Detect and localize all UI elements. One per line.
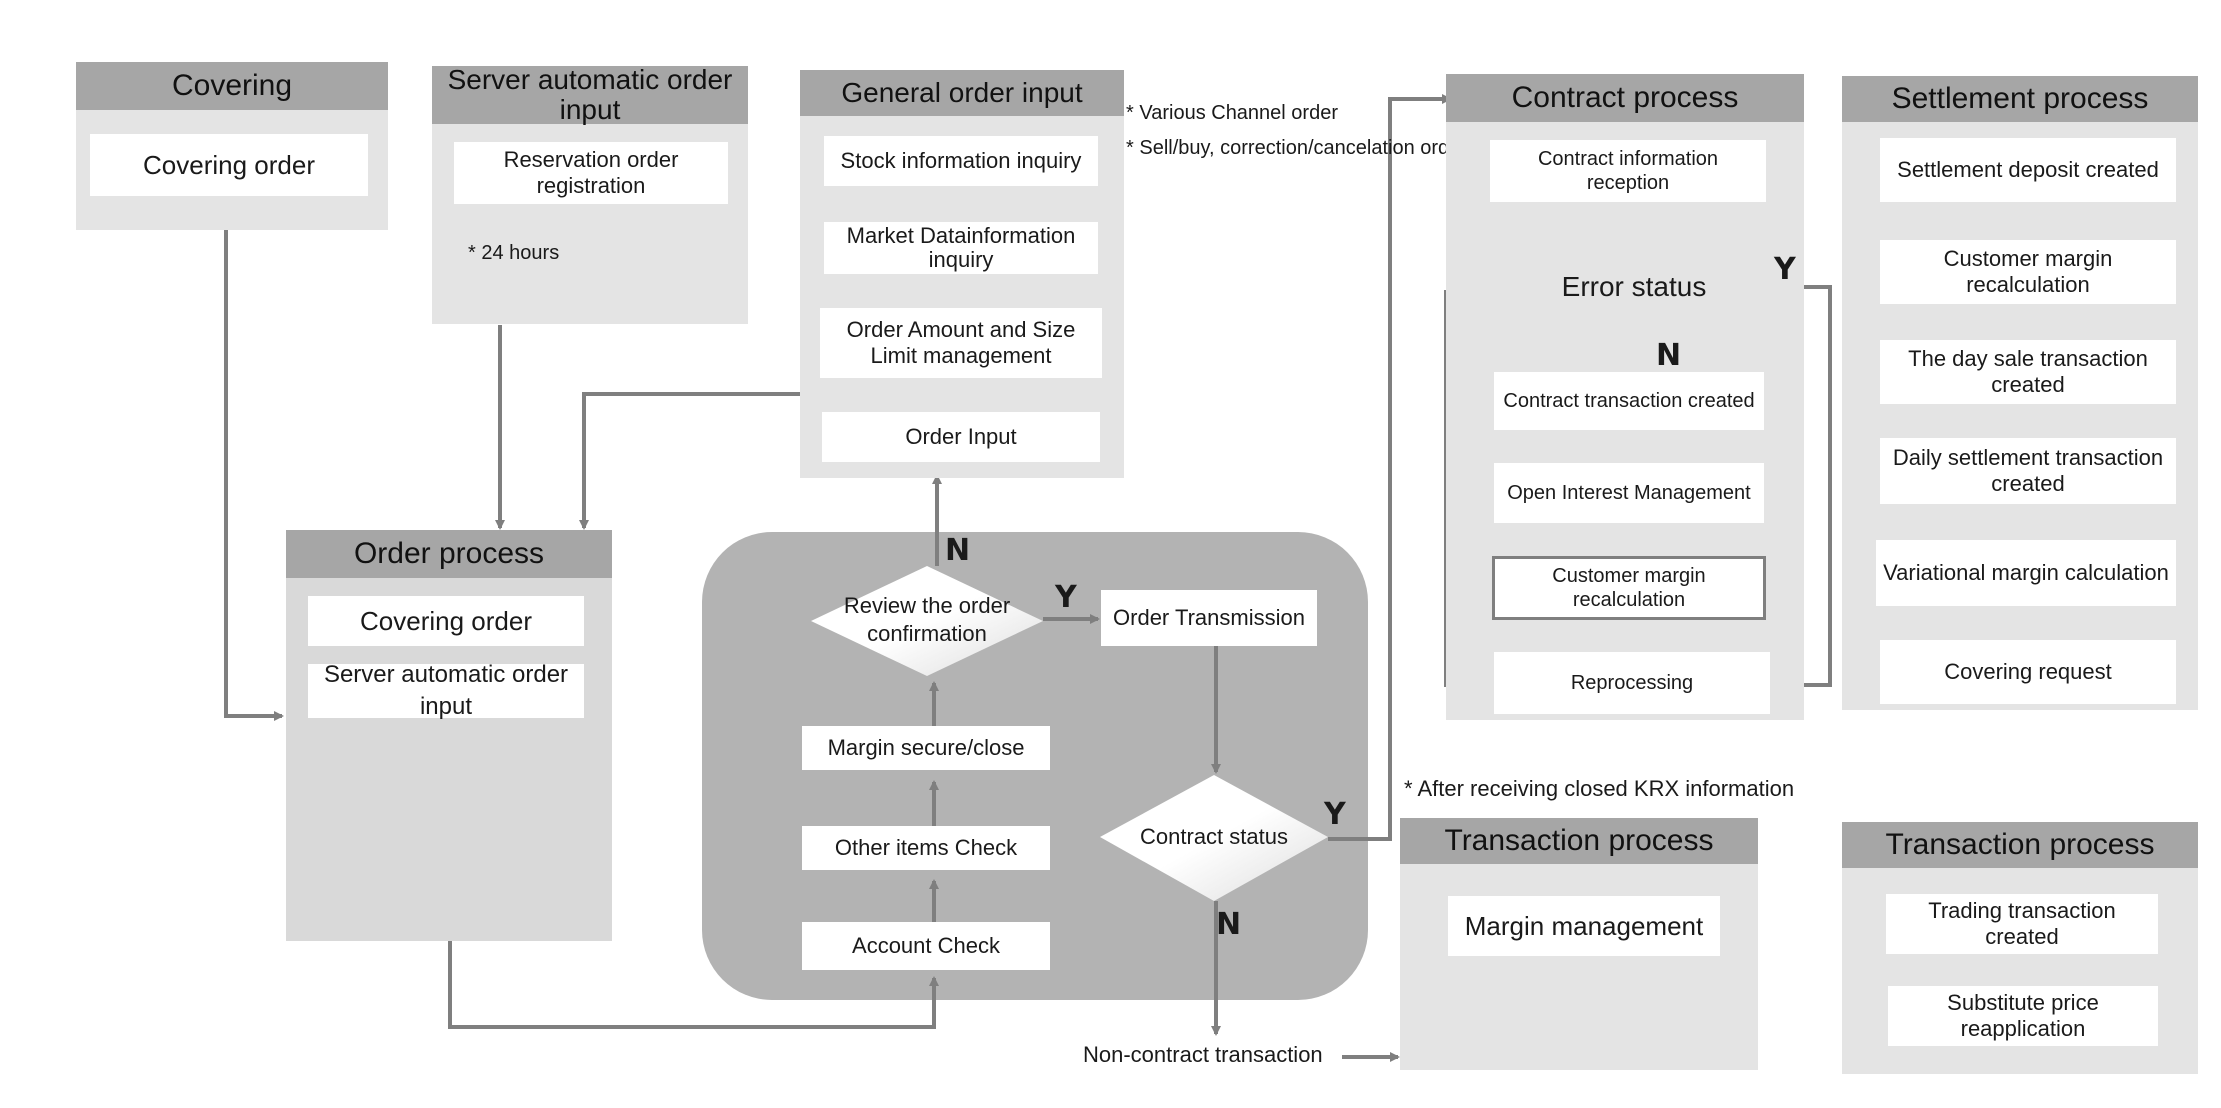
margin-management-box[interactable]: Margin management — [1448, 896, 1720, 956]
server-auto-note-text: 24 hours — [481, 242, 560, 264]
substitute-price-box[interactable]: Substitute price reapplication — [1888, 986, 2158, 1046]
reprocessing-box[interactable]: Reprocessing — [1494, 652, 1770, 714]
krx-note-text: After receiving closed KRX information — [1417, 776, 1795, 801]
settlement-process-title: Settlement process — [1842, 76, 2198, 122]
transaction-process-2-panel: Transaction process Trading transaction … — [1842, 822, 2198, 1074]
order-process-title: Order process — [286, 530, 612, 578]
op-covering-order-box[interactable]: Covering order — [308, 596, 584, 646]
settlement-deposit-box[interactable]: Settlement deposit created — [1880, 138, 2176, 202]
covering-panel: Covering Covering order — [76, 62, 388, 230]
server-auto-note: * 24 hours — [468, 242, 559, 265]
order-amount-box[interactable]: Order Amount and Size Limit management — [820, 308, 1102, 378]
account-check-box[interactable]: Account Check — [802, 922, 1050, 970]
contract-yes-label: Y — [1324, 797, 1346, 832]
various-channel-note: * Various Channel order — [1126, 102, 1338, 125]
contract-status-diamond — [1100, 775, 1328, 901]
krx-note: * After receiving closed KRX information — [1404, 776, 1794, 802]
order-transmission-box[interactable]: Order Transmission — [1101, 590, 1317, 646]
settlement-customer-margin-box[interactable]: Customer margin recalculation — [1880, 240, 2176, 304]
reservation-order-box[interactable]: Reservation order registration — [454, 142, 728, 204]
sell-buy-note-text: Sell/buy, correction/cancelation order — [1139, 137, 1467, 159]
contract-transaction-box[interactable]: Contract transaction created — [1494, 372, 1764, 430]
trading-transaction-box[interactable]: Trading transaction created — [1886, 894, 2158, 954]
bullet-icon: * — [1126, 137, 1134, 159]
open-interest-box[interactable]: Open Interest Management — [1494, 463, 1764, 523]
review-diamond — [811, 566, 1043, 676]
non-contract-label: Non-contract transaction — [1083, 1042, 1323, 1067]
order-input-box[interactable]: Order Input — [822, 412, 1100, 462]
customer-margin-box[interactable]: Customer margin recalculation — [1492, 556, 1766, 620]
covering-request-box[interactable]: Covering request — [1880, 640, 2176, 704]
order-process-panel: Order process Covering order Server auto… — [286, 530, 612, 941]
transaction-process-2-title: Transaction process — [1842, 822, 2198, 868]
general-order-title: General order input — [800, 70, 1124, 116]
contract-process-panel: Contract process Contract information re… — [1446, 74, 1804, 720]
review-yes-label: Y — [1055, 580, 1077, 615]
review-label[interactable]: Review the order confirmation — [843, 593, 1011, 646]
bullet-icon: * — [468, 242, 476, 264]
error-yes-label: Y — [1774, 252, 1796, 287]
bullet-icon: * — [1126, 102, 1134, 124]
bullet-icon: * — [1404, 776, 1413, 801]
covering-order-box[interactable]: Covering order — [90, 134, 368, 196]
op-server-auto-box[interactable]: Server automatic order input — [308, 661, 584, 720]
transaction-process-1-panel: Transaction process Margin management — [1400, 818, 1758, 1070]
review-no-label: N — [945, 533, 971, 568]
various-channel-note-text: Various Channel order — [1139, 102, 1338, 124]
variational-margin-box[interactable]: Variational margin calculation — [1876, 540, 2176, 606]
transaction-process-1-title: Transaction process — [1400, 818, 1758, 864]
error-no-label: N — [1656, 338, 1682, 373]
day-sale-box[interactable]: The day sale transaction created — [1880, 340, 2176, 404]
server-auto-title: Server automatic order input — [432, 65, 748, 125]
other-items-box[interactable]: Other items Check — [802, 826, 1050, 870]
stock-information-box[interactable]: Stock information inquiry — [824, 136, 1098, 186]
contract-no-label: N — [1216, 907, 1242, 942]
general-order-panel: General order input Stock information in… — [800, 70, 1124, 478]
contract-reception-box[interactable]: Contract information reception — [1490, 140, 1766, 202]
contract-status-label[interactable]: Contract status — [1140, 824, 1288, 849]
contract-process-title: Contract process — [1446, 74, 1804, 122]
market-data-box[interactable]: Market Datainformation inquiry — [824, 222, 1098, 274]
margin-secure-box[interactable]: Margin secure/close — [802, 726, 1050, 770]
daily-settlement-box[interactable]: Daily settlement transaction created — [1880, 438, 2176, 504]
server-auto-panel: Server automatic order input Reservation… — [432, 65, 748, 324]
covering-title: Covering — [76, 62, 388, 110]
error-status-label[interactable]: Error status — [1561, 271, 1707, 302]
sell-buy-note: * Sell/buy, correction/cancelation order — [1126, 137, 1467, 160]
settlement-process-panel: Settlement process Settlement deposit cr… — [1842, 76, 2198, 710]
